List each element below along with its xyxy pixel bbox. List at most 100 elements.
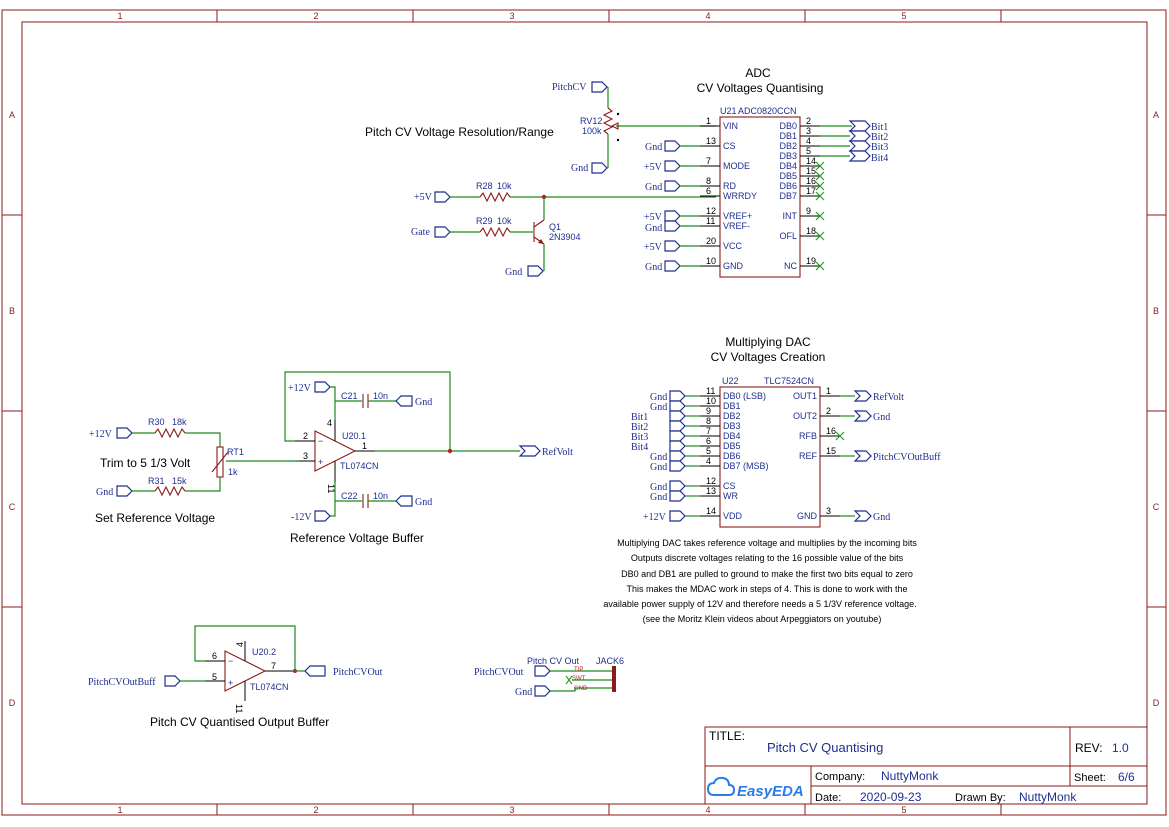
pin-number: 12 — [706, 206, 716, 216]
net-port-gate: Gate — [411, 226, 451, 238]
trim-title: Trim to 5 1/3 Volt — [100, 456, 191, 470]
net-label: RefVolt — [873, 392, 904, 403]
pin-number: 14 — [706, 506, 716, 516]
r30-ref: R30 — [148, 417, 165, 427]
net-label: Bit4 — [631, 442, 648, 453]
net-port-m12v: -12V — [291, 510, 331, 523]
note-line: DB0 and DB1 are pulled to ground to make… — [621, 569, 913, 579]
no-connect-mark — [815, 191, 825, 201]
pin-name: DB7 (MSB) — [723, 461, 769, 471]
net-port-gnd: Gnd — [853, 510, 890, 523]
net-port-gnd: Gnd — [650, 480, 700, 493]
net-port-pitchcv: PitchCV — [552, 81, 608, 93]
pin-number: 1 — [826, 386, 831, 396]
q1-value: 2N3904 — [549, 232, 581, 242]
title-value: Pitch CV Quantising — [767, 740, 883, 755]
row-label: A — [9, 110, 15, 120]
reference-section: Trim to 5 1/3 Volt Set Reference Voltage… — [89, 371, 573, 545]
net-label: PitchCV — [552, 82, 587, 93]
net-label: Gnd — [650, 392, 667, 403]
pin-number: 8 — [706, 416, 711, 426]
pin-name: DB2 — [779, 141, 797, 151]
r31-ref: R31 — [148, 476, 165, 486]
opamp-plus: + — [228, 678, 233, 688]
net-label: RefVolt — [542, 447, 573, 458]
pin-number: 4 — [327, 418, 332, 428]
rv12-potentiometer: RV12 100k — [580, 87, 716, 168]
output-buffer-section: Pitch CV Quantised Output Buffer − + U20… — [88, 625, 383, 729]
pin-name: DB1 — [723, 401, 741, 411]
q1-ref: Q1 — [549, 222, 561, 232]
c22-ref: C22 — [341, 491, 358, 501]
jack6-ref: JACK6 — [596, 656, 624, 666]
net-port-gnd: Gnd — [645, 180, 700, 193]
pin-number: 7 — [271, 661, 276, 671]
no-connect-mark — [835, 431, 845, 441]
row-label: D — [1153, 698, 1160, 708]
no-connect-mark — [815, 231, 825, 241]
r29-resistor: R29 10k — [476, 216, 512, 238]
pin-name: DB3 — [779, 151, 797, 161]
pin-number: 5 — [806, 146, 811, 156]
net-label: Gnd — [415, 397, 432, 408]
u22-ref: U22 — [722, 376, 739, 386]
net-label: Bit3 — [631, 432, 648, 443]
net-label: PitchCVOut — [333, 667, 383, 678]
pin-number: 6 — [706, 186, 711, 196]
pin-name: WRRDY — [723, 191, 757, 201]
pin-number: 7 — [706, 156, 711, 166]
net-port-gnd: Gnd — [515, 685, 551, 698]
net-label: Gnd — [650, 482, 667, 493]
pin-number: 18 — [806, 226, 816, 236]
pin-number: 15 — [826, 446, 836, 456]
rv12-ref: RV12 — [580, 116, 602, 126]
opamp-minus: − — [228, 656, 233, 666]
net-port-bit4: Bit4 — [848, 150, 888, 164]
net-label: Gnd — [650, 462, 667, 473]
net-label: Gnd — [645, 262, 662, 273]
rt1-trimmer: RT1 1k — [211, 446, 244, 478]
pin-name: VREF- — [723, 221, 750, 231]
out-buffer-title: Pitch CV Quantised Output Buffer — [150, 715, 329, 729]
net-port-gnd: Gnd — [645, 220, 700, 234]
title-block: TITLE: Pitch CV Quantising REV: 1.0 Comp… — [704, 726, 1148, 805]
net-port-gnd: Gnd — [96, 485, 133, 498]
pin-number: 16 — [826, 426, 836, 436]
pin-name: VCC — [723, 241, 743, 251]
col-label: 2 — [313, 11, 318, 21]
note-line: This makes the MDAC work in steps of 4. … — [627, 584, 908, 594]
net-label: Bit2 — [871, 132, 888, 143]
pin-number: 2 — [303, 431, 308, 441]
net-label: +5V — [414, 192, 433, 203]
pin-number: 12 — [706, 476, 716, 486]
pin-name: DB2 — [723, 411, 741, 421]
pitch-range-title: Pitch CV Voltage Resolution/Range — [365, 125, 554, 139]
pin-name: RD — [723, 181, 736, 191]
rev-value: 1.0 — [1112, 741, 1129, 755]
net-label: -12V — [291, 512, 312, 523]
net-label: Gnd — [650, 492, 667, 503]
jack6-gnd: GND — [574, 686, 588, 692]
pin-name: DB4 — [779, 161, 797, 171]
net-label: Gnd — [96, 487, 113, 498]
net-label: Bit2 — [631, 422, 648, 433]
pin-number: 9 — [806, 206, 811, 216]
col-label: 5 — [901, 11, 906, 21]
net-port-p5v: +5V — [644, 160, 700, 173]
no-connect-mark — [815, 261, 825, 271]
sheet-value: 6/6 — [1118, 770, 1135, 784]
